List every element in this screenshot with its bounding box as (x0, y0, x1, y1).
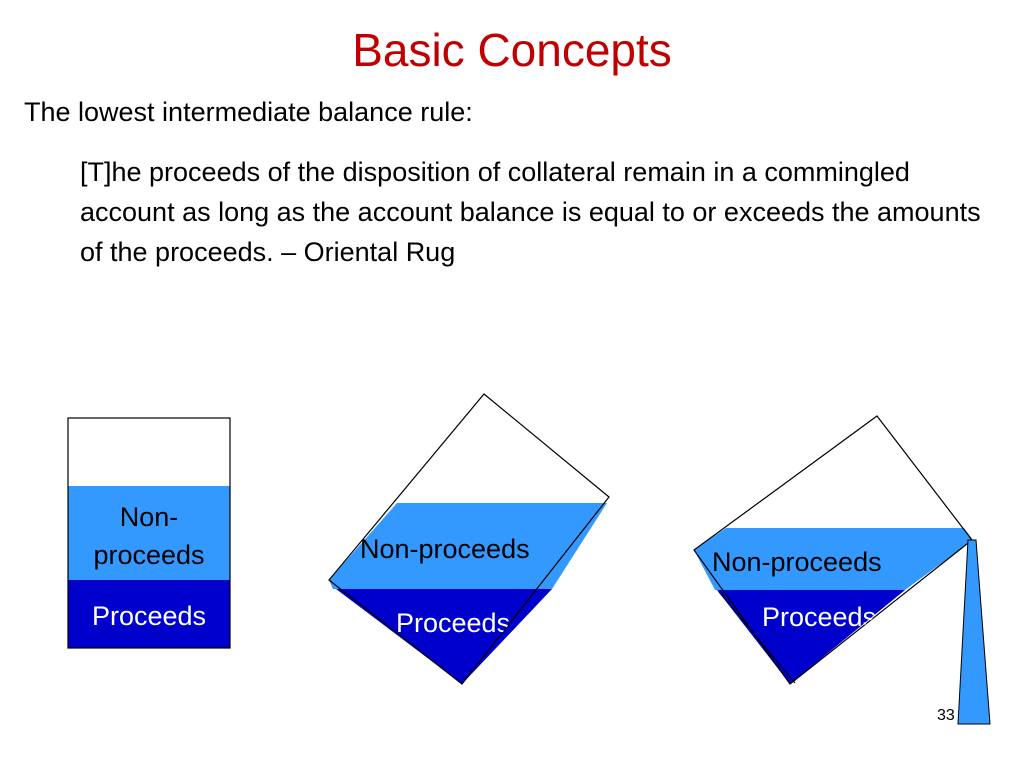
non-proceeds-region (694, 528, 973, 590)
non-proceeds-region (68, 486, 230, 580)
proceeds-label: Proceeds (762, 602, 876, 632)
container-outline (328, 393, 610, 685)
account-container-tilted: Proceeds Non-proceeds (328, 393, 610, 685)
page-number: 33 (937, 707, 955, 724)
proceeds-label: Proceeds (92, 601, 206, 631)
account-container-upright: Non- proceeds Proceeds (67, 417, 231, 649)
withdrawal-stream (957, 539, 991, 725)
proceeds-region (717, 590, 905, 684)
inner-edge (718, 591, 796, 684)
rule-heading: The lowest intermediate balance rule: (24, 97, 473, 127)
container-outline (693, 415, 973, 685)
non-proceeds-label-line1: Non- (120, 502, 179, 532)
empty-region (68, 418, 230, 486)
non-proceeds-label: Non-proceeds (360, 534, 530, 564)
account-container-withdrawal: Proceeds Non-proceeds (693, 415, 991, 725)
non-proceeds-label-line2: proceeds (93, 540, 204, 570)
proceeds-region (336, 589, 552, 684)
rule-quote: [T]he proceeds of the disposition of col… (80, 157, 981, 267)
non-proceeds-label: Non-proceeds (712, 547, 882, 577)
non-proceeds-region (329, 503, 607, 589)
slide-title: Basic Concepts (352, 24, 672, 76)
proceeds-region (68, 580, 230, 648)
container-outline (67, 417, 231, 649)
proceeds-label: Proceeds (396, 608, 510, 638)
